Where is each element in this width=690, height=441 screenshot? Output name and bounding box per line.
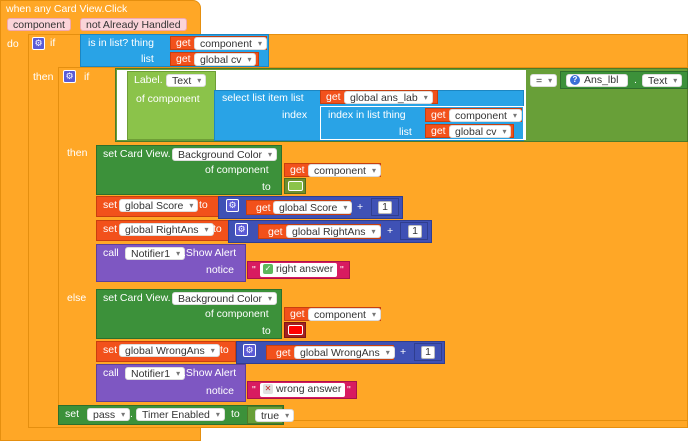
if-label-2: if [84, 71, 90, 83]
get-label-3: get [326, 91, 341, 103]
get-label-4: get [431, 109, 446, 121]
global-ans-lab-dropdown[interactable]: global ans_lab [344, 91, 433, 104]
get-label-6: get [290, 164, 305, 176]
ans-lbl-text-prop-dropdown[interactable]: Text [642, 74, 683, 87]
dot-label-2: . [130, 408, 133, 420]
component-dropdown[interactable]: component [194, 37, 267, 50]
to-label-5: to [220, 344, 229, 356]
list-label-2: list [399, 126, 412, 138]
get-label-8: get [268, 226, 283, 238]
set-label: set [103, 199, 118, 211]
bg-color-prop-dropdown-2[interactable]: Background Color [172, 292, 278, 305]
number-value-2[interactable]: 1 [408, 225, 422, 238]
dot-label: . [634, 74, 637, 86]
get-label-2: get [176, 53, 191, 65]
notice-label: notice [206, 264, 235, 276]
red-color-swatch[interactable] [288, 325, 303, 335]
get-label: get [176, 37, 191, 49]
ans-lbl-component-dropdown[interactable] [566, 74, 628, 87]
else-label: else [67, 292, 87, 304]
right-answer-text[interactable]: ✓ right answer [260, 263, 338, 277]
event-title: when any Card View.Click [6, 3, 128, 15]
equals-operator-dropdown[interactable]: = [530, 74, 558, 87]
if-else-mutator-gear-icon[interactable]: ⚙ [63, 70, 76, 83]
if-mutator-gear-icon[interactable]: ⚙ [32, 37, 45, 50]
number-value-3[interactable]: 1 [421, 346, 435, 359]
true-dropdown[interactable]: true [255, 409, 295, 422]
set-label-4: set [65, 408, 80, 420]
global-rightans-dropdown-2[interactable]: global RightAns [286, 225, 381, 238]
to-label: to [262, 181, 271, 193]
quote-open-2: " [252, 384, 256, 396]
global-wrongans-dropdown-2[interactable]: global WrongAns [294, 346, 395, 359]
to-label-6: to [231, 408, 240, 420]
quote-open: " [252, 264, 256, 276]
quote-close-2: " [347, 384, 351, 396]
then-label: then [67, 147, 88, 159]
set-label-3: set [103, 344, 118, 356]
wrong-answer-label: wrong answer [276, 383, 342, 395]
component-dropdown-2[interactable]: component [449, 109, 522, 122]
show-alert-label: .Show Alert [183, 247, 237, 259]
to-label-2: to [199, 199, 208, 211]
get-label-7: get [256, 202, 271, 214]
notifier-dropdown-2[interactable]: Notifier1 [125, 367, 186, 380]
check-icon: ✓ [263, 264, 273, 274]
number-value[interactable]: 1 [378, 201, 392, 214]
label-text-prop-dropdown[interactable]: Text [166, 74, 207, 87]
set-cardview-label: set Card View. [103, 148, 171, 160]
global-score-dropdown[interactable]: global Score [119, 199, 199, 212]
of-component-label-2: of component [205, 164, 269, 176]
plus-label: + [357, 201, 364, 213]
notifier-show-alert-block-2[interactable] [96, 364, 246, 402]
of-component-label-3: of component [205, 308, 269, 320]
bg-color-prop-dropdown[interactable]: Background Color [172, 148, 278, 161]
param-not-already-handled[interactable]: not Already Handled [80, 18, 187, 31]
then-label-outer: then [33, 71, 54, 83]
set-label-2: set [103, 223, 118, 235]
timer-enabled-prop-dropdown[interactable]: Timer Enabled [136, 408, 225, 421]
add-mutator-gear-icon[interactable]: ⚙ [226, 199, 239, 212]
set-cardview-label-2: set Card View. [103, 292, 171, 304]
global-rightans-dropdown[interactable]: global RightAns [119, 223, 214, 236]
select-list-item-label: select list item list [222, 92, 304, 104]
notice-label-2: notice [206, 385, 235, 397]
get-label-9: get [290, 308, 305, 320]
wrong-answer-text[interactable]: ✕ wrong answer [260, 383, 346, 397]
to-label-4: to [262, 325, 271, 337]
global-score-dropdown-2[interactable]: global Score [273, 201, 353, 214]
of-component-label: of component [136, 93, 200, 105]
component-dropdown-4[interactable]: component [308, 308, 381, 321]
call-label: call [103, 247, 119, 259]
if-label: if [50, 37, 56, 49]
get-label-10: get [276, 347, 291, 359]
global-cv-dropdown[interactable]: global cv [194, 53, 257, 66]
call-label-2: call [103, 367, 119, 379]
add-mutator-gear-icon-3[interactable]: ⚙ [243, 344, 256, 357]
cross-icon: ✕ [263, 384, 273, 394]
quote-close: " [340, 264, 344, 276]
ans-lbl-label: Ans_lbl [584, 74, 619, 86]
is-in-list-label: is in list? thing [88, 37, 154, 49]
get-label-5: get [431, 125, 446, 137]
label-prefix: Label. [134, 74, 163, 86]
global-wrongans-dropdown[interactable]: global WrongAns [119, 344, 220, 357]
right-answer-label: right answer [276, 263, 334, 275]
plus-label-3: + [400, 346, 407, 358]
do-label: do [7, 38, 19, 50]
notifier-dropdown[interactable]: Notifier1 [125, 247, 186, 260]
to-label-3: to [213, 223, 222, 235]
help-question-icon: ? [570, 75, 580, 85]
param-component[interactable]: component [7, 18, 71, 31]
index-label: index [282, 109, 308, 121]
component-dropdown-3[interactable]: component [308, 164, 381, 177]
plus-label-2: + [387, 225, 394, 237]
add-mutator-gear-icon-2[interactable]: ⚙ [235, 223, 248, 236]
list-label: list [141, 53, 154, 65]
show-alert-label-2: .Show Alert [183, 367, 237, 379]
pass-dropdown[interactable]: pass [87, 408, 131, 421]
index-in-list-label: index in list thing [328, 109, 406, 121]
green-color-swatch[interactable] [288, 181, 303, 191]
global-cv-dropdown-2[interactable]: global cv [449, 125, 512, 138]
